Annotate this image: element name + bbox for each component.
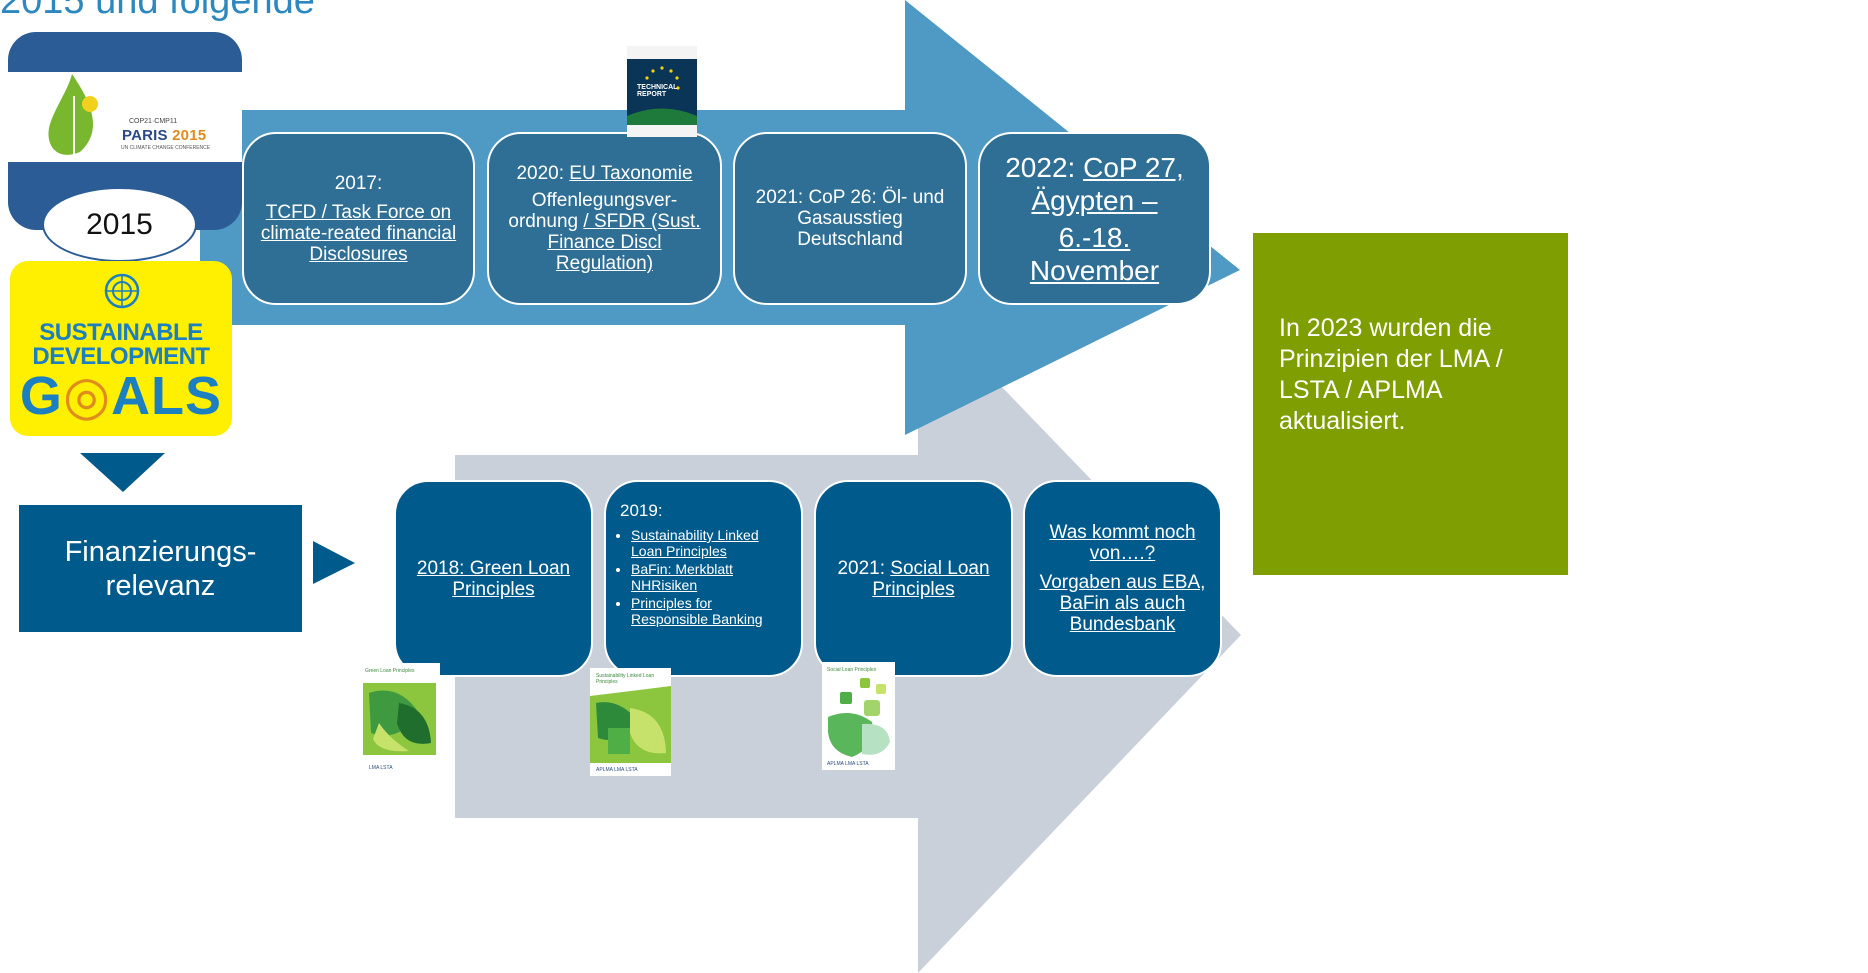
paris-logo-line3: UN CLIMATE CHANGE CONFERENCE [121,145,211,151]
timeline-outlook: Was kommt noch von….? Vorgaben aus EBA, … [1023,480,1222,677]
eu-taxonomie-link[interactable]: EU Taxonomie [569,163,693,184]
cop27-dates-link[interactable]: 6.-18. November [1029,221,1160,286]
tcfd-link[interactable]: TCFD / Task Force on climate-reated fina… [260,201,457,265]
timeline-2017: 2017: TCFD / Task Force on climate-reate… [242,132,475,305]
timeline-2019-list: Sustainability Linked Loan Principles Ba… [620,527,789,627]
sdg-line1: SUSTAINABLE [39,319,203,346]
what-comes-link[interactable]: Was kommt noch von….? [1049,522,1196,564]
social-loan-principles-link[interactable]: Social Loan Principles [872,557,990,600]
green-loan-principles-link[interactable]: 2018: Green Loan Principles [416,557,571,600]
cop26-text: 2021: CoP 26: Öl- und Gasausstieg Deutsc… [755,187,945,250]
slp-text: 2021: Social Loan Principles [837,557,990,600]
cover-footer: LMA LSTA [369,765,393,771]
leaf-icon [48,74,98,162]
finance-relevance-box: Finanzierungs-relevanz [19,505,302,632]
sfdr-link[interactable]: / SFDR (Sust. Finance Discl Regulation) [547,211,701,274]
leaf-pattern-icon [363,683,436,755]
regulations-link[interactable]: Vorgaben aus EBA, BaFin als auch Bundesb… [1039,572,1206,635]
timeline-2020-heading: 2020: EU Taxonomie [516,163,693,184]
prb-link[interactable]: Principles for Responsible Banking [631,595,763,627]
list-item: Sustainability Linked Loan Principles [631,527,789,559]
timeline-2018: 2018: Green Loan Principles [394,480,593,677]
sll-cover: Sustainability Linked Loan Principles AP… [590,668,671,776]
technical-report-cover: TECHNICAL REPORT [627,46,697,137]
green-loan-cover: Green Loan Principles LMA LSTA [359,663,440,774]
timeline-2021-slp: 2021: Social Loan Principles [814,480,1013,677]
cover-footer: APLMA LMA LSTA [827,761,869,767]
paris-logo-line1: COP21·CMP11 [129,118,178,125]
cop27-link[interactable]: CoP 27, Ägypten – [1031,151,1184,216]
finance-line1: Finanzierungs- [64,535,257,568]
cover-title: Sustainability Linked Loan Principles [596,673,655,685]
sll-principles-link[interactable]: Sustainability Linked Loan Principles [631,527,759,559]
cop27-heading: 2022: CoP 27, Ägypten – [1005,151,1184,216]
un-emblem-icon [104,273,140,309]
cover-title: Social Loan Principles [827,667,877,673]
bafin-merkblatt-link[interactable]: BaFin: Merkblatt NHRisiken [631,561,733,593]
leaf-pattern-icon [590,686,671,763]
timeline-2022-cop27: 2022: CoP 27, Ägypten – 6.-18. November [978,132,1211,305]
sdg-logo: SUSTAINABLE DEVELOPMENT G◎ALS [10,261,232,436]
social-loan-cover: Social Loan Principles APLMA LMA LSTA [822,662,895,770]
sdg-line2: DEVELOPMENT [32,343,210,370]
right-triangle-connector [313,541,355,584]
sdg-line3: G◎ALS [19,366,223,426]
timeline-2021-cop26: 2021: CoP 26: Öl- und Gasausstieg Deutsc… [733,132,967,305]
social-pattern-icon [828,678,890,757]
cover-footer: APLMA LMA LSTA [596,767,638,773]
timeline-2019-year: 2019: [620,501,663,520]
year-2015-bubble: 2015 [42,187,197,262]
timeline-2019: 2019: Sustainability Linked Loan Princip… [604,480,803,677]
finance-line2: relevanz [105,569,216,602]
list-item: Principles for Responsible Banking [631,595,789,627]
cover-title: Green Loan Principles [365,668,415,674]
page-title: 2015 und folgende [0,0,315,22]
eu-stars-icon [627,66,697,125]
timeline-2020-body: Offenlegungsver-ordnung / SFDR (Sust. Fi… [508,190,701,274]
paris-logo-line2: PARIS 2015 [122,127,207,144]
timeline-2020: 2020: EU Taxonomie Offenlegungsver-ordnu… [487,132,722,305]
timeline-2017-year: 2017: [334,172,383,194]
down-triangle-connector [80,453,165,492]
technical-report-title: TECHNICAL REPORT [637,84,678,98]
list-item: BaFin: Merkblatt NHRisiken [631,561,789,593]
notice-box: In 2023 wurden die Prinzipien der LMA / … [1253,233,1568,575]
